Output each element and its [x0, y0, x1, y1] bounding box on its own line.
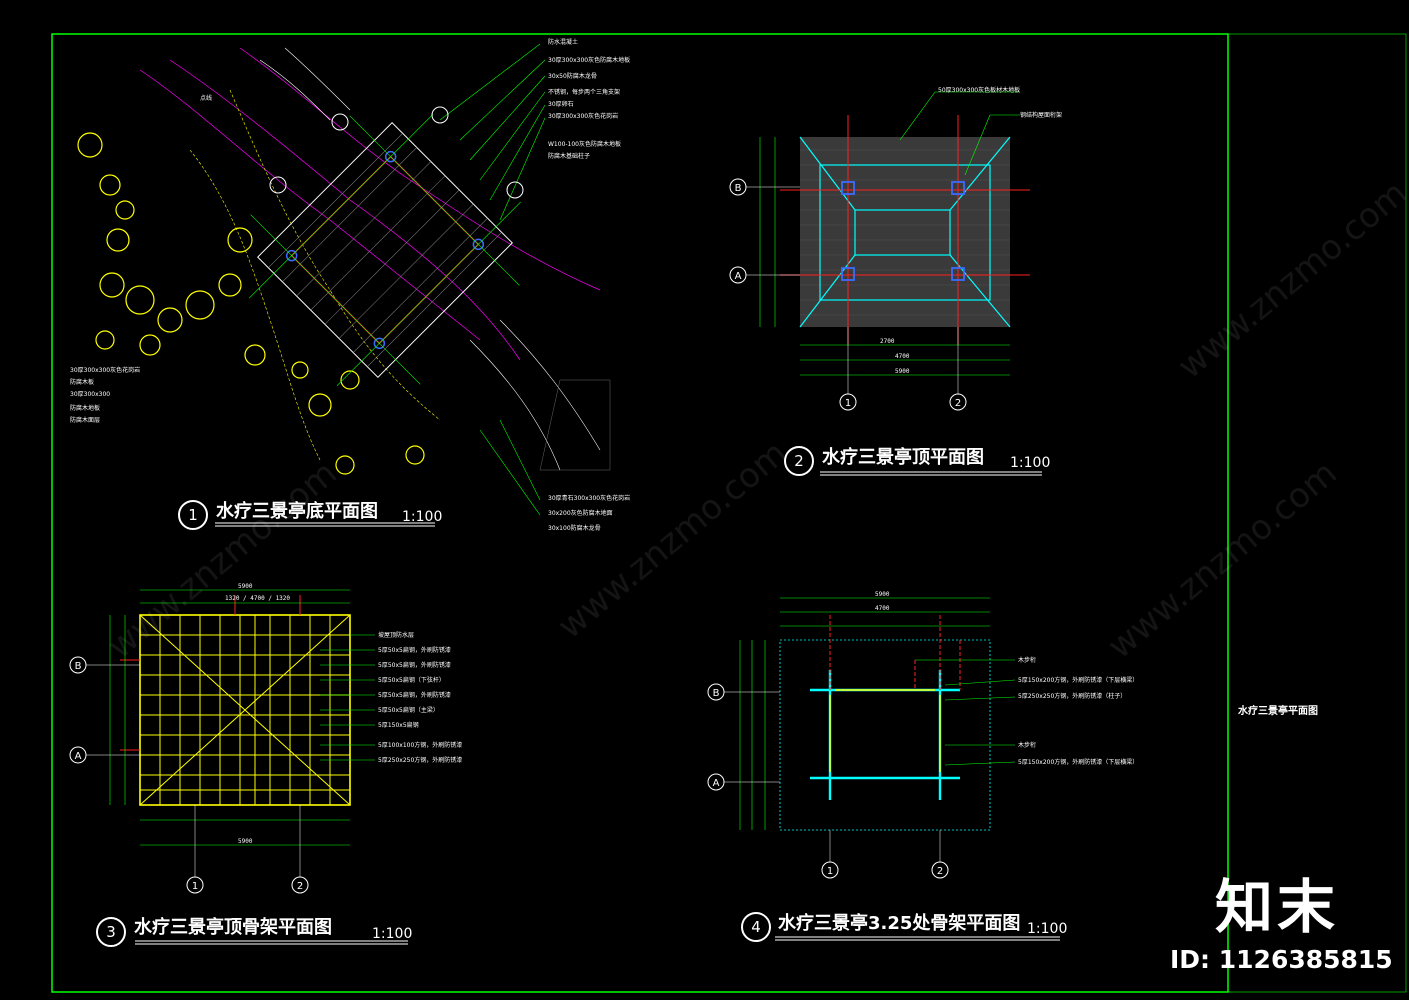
view4-frame-325: 木步桁 5厚150x200方钢，外刷防锈漆（下层横梁） 5厚250x250方钢，…	[739, 591, 1138, 831]
view-number-2: 2	[784, 446, 814, 476]
svg-text:5900: 5900	[875, 591, 890, 598]
view-number-4: 4	[741, 912, 771, 942]
svg-text:5900: 5900	[238, 583, 253, 590]
brand-logo: 知末	[1215, 873, 1340, 941]
svg-text:5厚150x5扁钢: 5厚150x5扁钢	[378, 721, 419, 729]
svg-text:30x50防腐木龙骨: 30x50防腐木龙骨	[548, 72, 597, 80]
svg-text:5900: 5900	[238, 838, 253, 845]
svg-text:2700: 2700	[880, 338, 895, 345]
grid-label-b: B	[735, 183, 742, 194]
view-title-1: 水疗三景亭底平面图	[216, 501, 378, 522]
svg-text:防腐木板: 防腐木板	[70, 378, 94, 386]
svg-text:5厚150x200方钢，外刷防锈漆（下层横梁）: 5厚150x200方钢，外刷防锈漆（下层横梁）	[1018, 676, 1138, 684]
view-scale-4: 1:100	[1027, 921, 1068, 937]
svg-text:防腐木基础柱子: 防腐木基础柱子	[548, 152, 590, 160]
svg-text:防腐木地板: 防腐木地板	[70, 404, 100, 412]
svg-text:坡屋顶防水层: 坡屋顶防水层	[378, 631, 414, 639]
grid-label-b: B	[75, 661, 82, 672]
view-title-2: 水疗三景亭顶平面图	[822, 447, 984, 468]
watermark-id: ID: 1126385815	[1170, 945, 1393, 974]
svg-text:30厚300x300灰色花岗岩: 30厚300x300灰色花岗岩	[70, 366, 140, 374]
svg-text:4700: 4700	[875, 605, 890, 612]
svg-text:1320 / 4700 / 1320: 1320 / 4700 / 1320	[225, 595, 290, 602]
svg-text:不锈钢，每步两个三角支架: 不锈钢，每步两个三角支架	[548, 88, 620, 96]
grid-label-2: 2	[955, 398, 961, 409]
view-number-1: 1	[178, 500, 208, 530]
svg-text:防水混凝土: 防水混凝土	[548, 38, 578, 46]
grid-label-1: 1	[845, 398, 851, 409]
svg-text:5厚50x5扁钢，外刷防锈漆: 5厚50x5扁钢，外刷防锈漆	[378, 661, 451, 669]
svg-text:30厚300x300灰色花岗岩: 30厚300x300灰色花岗岩	[548, 112, 618, 120]
view-scale-3: 1:100	[372, 926, 413, 942]
svg-text:W100-100灰色防腐木地板: W100-100灰色防腐木地板	[548, 140, 621, 148]
view-scale-1: 1:100	[402, 509, 443, 525]
grid-label-2: 2	[297, 881, 303, 892]
view3-roof-frame: 坡屋顶防水层 5厚50x5扁钢，外刷防锈漆 5厚50x5扁钢，外刷防锈漆 5厚5…	[109, 583, 462, 846]
svg-text:30厚300x300灰色防腐木地板: 30厚300x300灰色防腐木地板	[548, 56, 630, 64]
svg-text:防腐木面层: 防腐木面层	[70, 416, 100, 424]
grid-label-b: B	[713, 688, 720, 699]
view-title-4: 水疗三景亭3.25处骨架平面图	[778, 913, 1021, 934]
svg-text:30厚300x300: 30厚300x300	[70, 391, 110, 398]
svg-text:30厚青石300x300灰色花岗岩: 30厚青石300x300灰色花岗岩	[548, 494, 630, 502]
svg-text:30x100防腐木龙骨: 30x100防腐木龙骨	[548, 524, 601, 532]
grid-label-2: 2	[937, 866, 943, 877]
svg-text:点线: 点线	[200, 94, 212, 102]
view2-roof-plan: 50厚300x300灰色板材木地板 钢结构屋面桁架 2700 4700 5900	[759, 86, 1062, 376]
svg-text:5厚50x5扁钢，外刷防锈漆: 5厚50x5扁钢，外刷防锈漆	[378, 691, 451, 699]
svg-text:5厚50x5扁钢（主梁）: 5厚50x5扁钢（主梁）	[378, 706, 439, 714]
svg-text:5厚250x250方钢，外刷防锈漆: 5厚250x250方钢，外刷防锈漆	[378, 756, 462, 764]
svg-text:5厚50x5扁钢，外刷防锈漆: 5厚50x5扁钢，外刷防锈漆	[378, 646, 451, 654]
svg-text:30x200灰色防腐木地面: 30x200灰色防腐木地面	[548, 509, 613, 517]
view-number-3: 3	[96, 917, 126, 947]
grid-label-a: A	[735, 271, 742, 282]
svg-text:5厚100x100方钢，外刷防锈漆: 5厚100x100方钢，外刷防锈漆	[378, 741, 462, 749]
grid-label-1: 1	[192, 881, 198, 892]
svg-text:30厚卵石: 30厚卵石	[548, 100, 574, 108]
sheet-side-title: 水疗三景亭平面图	[1238, 706, 1318, 717]
svg-text:5厚150x200方钢，外刷防锈漆（下层横梁）: 5厚150x200方钢，外刷防锈漆（下层横梁）	[1018, 758, 1138, 766]
svg-text:木步桁: 木步桁	[1018, 656, 1036, 664]
svg-text:5厚50x5扁钢（下弦杆）: 5厚50x5扁钢（下弦杆）	[378, 676, 445, 684]
grid-label-a: A	[75, 751, 82, 762]
grid-label-a: A	[713, 778, 720, 789]
svg-text:5900: 5900	[895, 368, 910, 375]
svg-text:5厚250x250方钢，外刷防锈漆（柱子）: 5厚250x250方钢，外刷防锈漆（柱子）	[1018, 692, 1126, 700]
svg-text:50厚300x300灰色板材木地板: 50厚300x300灰色板材木地板	[938, 86, 1020, 94]
svg-text:4700: 4700	[895, 353, 910, 360]
grid-label-1: 1	[827, 866, 833, 877]
svg-text:木步桁: 木步桁	[1018, 741, 1036, 749]
svg-text:钢结构屋面桁架: 钢结构屋面桁架	[1020, 111, 1062, 119]
view-scale-2: 1:100	[1010, 455, 1051, 471]
view1-plan: 防水混凝土 30厚300x300灰色防腐木地板 30x50防腐木龙骨 不锈钢，每…	[70, 38, 630, 532]
view-title-3: 水疗三景亭顶骨架平面图	[134, 917, 332, 938]
title-block-strip	[1227, 33, 1407, 993]
